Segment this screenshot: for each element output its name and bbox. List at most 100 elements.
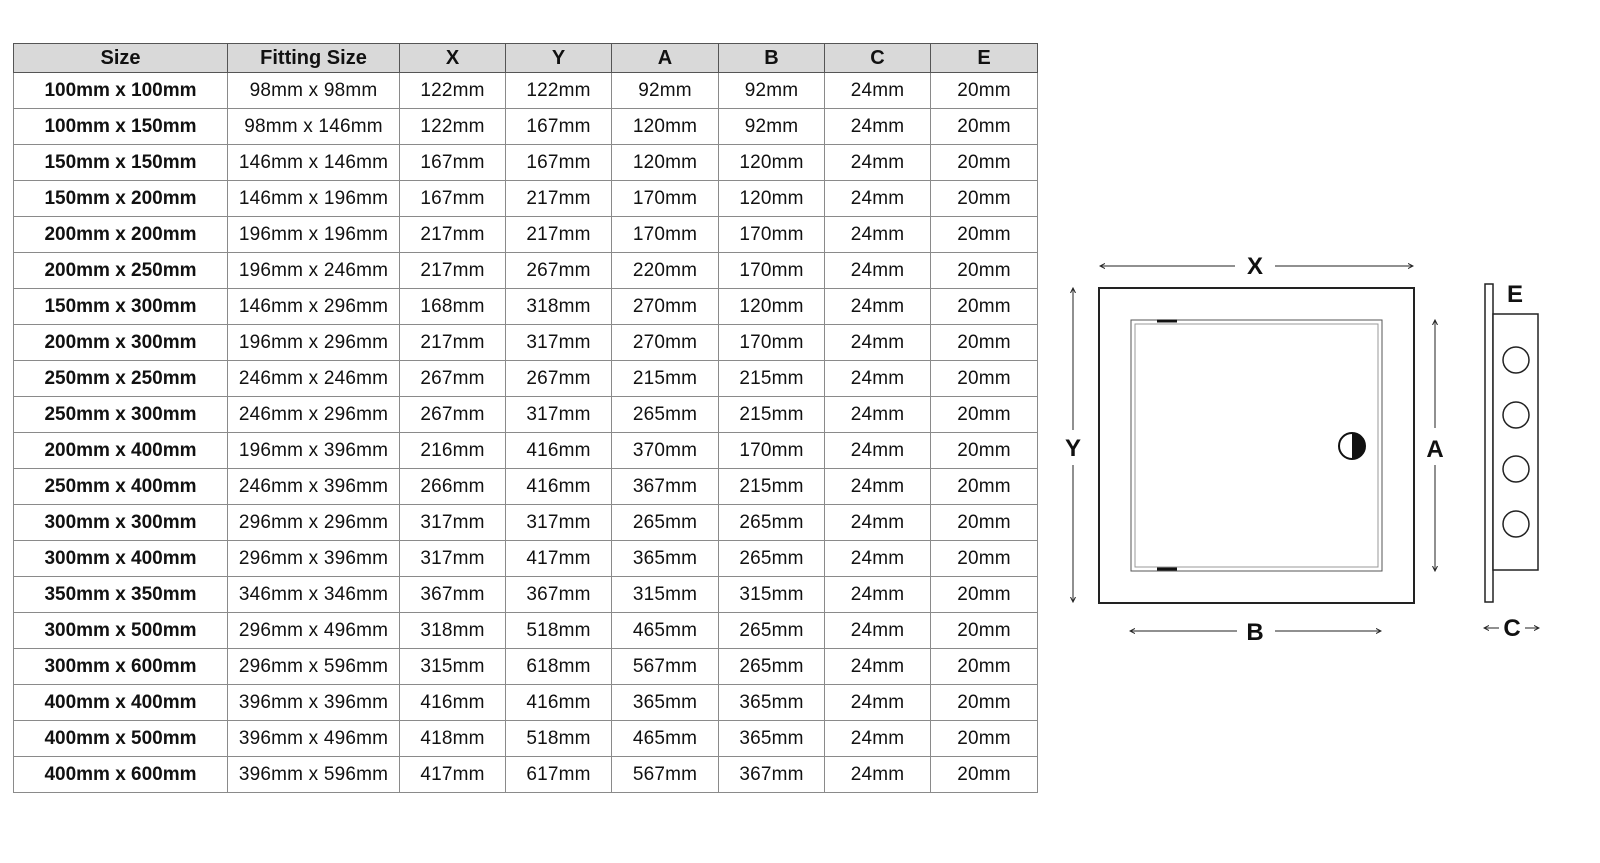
cell-fitting-size: 296mm x 496mm [227,612,400,649]
y-dimension: Y [1065,288,1081,602]
cell-y: 167mm [505,108,612,145]
cell-c: 24mm [824,396,931,433]
cell-x: 317mm [399,540,506,577]
cell-e: 20mm [930,324,1038,361]
cell-b: 120mm [718,180,825,217]
cell-size: 250mm x 300mm [13,396,228,433]
cell-size: 200mm x 400mm [13,432,228,469]
header-a: A [611,43,719,73]
cell-b: 92mm [718,72,825,109]
cell-fitting-size: 346mm x 346mm [227,576,400,613]
cell-a: 567mm [611,756,719,793]
cell-x: 418mm [399,720,506,757]
cell-e: 20mm [930,684,1038,721]
cell-c: 24mm [824,612,931,649]
cell-e: 20mm [930,396,1038,433]
cell-e: 20mm [930,432,1038,469]
cell-fitting-size: 296mm x 396mm [227,540,400,577]
panel-inner-door-edge [1134,323,1379,568]
cell-x: 217mm [399,252,506,289]
cell-a: 567mm [611,648,719,685]
y-label: Y [1065,435,1081,462]
cell-a: 270mm [611,324,719,361]
x-label: X [1247,253,1263,280]
cell-y: 518mm [505,720,612,757]
cell-c: 24mm [824,324,931,361]
circle-icon [1502,401,1530,429]
cell-a: 170mm [611,216,719,253]
cell-c: 24mm [824,756,931,793]
cell-e: 20mm [930,576,1038,613]
cell-e: 20mm [930,540,1038,577]
cell-size: 200mm x 250mm [13,252,228,289]
cell-y: 217mm [505,216,612,253]
cell-y: 267mm [505,360,612,397]
cell-b: 120mm [718,144,825,181]
cell-y: 518mm [505,612,612,649]
header-fitting-size: Fitting Size [227,43,400,73]
header-b: B [718,43,825,73]
cell-y: 416mm [505,432,612,469]
cell-a: 367mm [611,468,719,505]
cell-c: 24mm [824,72,931,109]
cell-e: 20mm [930,648,1038,685]
cell-a: 270mm [611,288,719,325]
cell-size: 150mm x 300mm [13,288,228,325]
cell-b: 120mm [718,288,825,325]
cell-y: 122mm [505,72,612,109]
cell-a: 465mm [611,612,719,649]
cell-y: 267mm [505,252,612,289]
cell-size: 100mm x 150mm [13,108,228,145]
cell-c: 24mm [824,288,931,325]
cell-c: 24mm [824,684,931,721]
cell-e: 20mm [930,720,1038,757]
cell-size: 350mm x 350mm [13,576,228,613]
cell-a: 120mm [611,108,719,145]
cell-e: 20mm [930,468,1038,505]
cell-size: 300mm x 500mm [13,612,228,649]
cell-fitting-size: 196mm x 196mm [227,216,400,253]
cell-b: 215mm [718,360,825,397]
cell-x: 318mm [399,612,506,649]
cell-b: 265mm [718,540,825,577]
cell-b: 170mm [718,432,825,469]
cell-size: 400mm x 500mm [13,720,228,757]
side-profile: E [1484,281,1539,603]
cell-x: 267mm [399,360,506,397]
cell-b: 215mm [718,396,825,433]
cell-c: 24mm [824,720,931,757]
cell-e: 20mm [930,756,1038,793]
x-dimension: X [1100,253,1413,280]
cell-b: 170mm [718,216,825,253]
side-profile-frame-lip [1484,283,1494,603]
c-label: C [1503,615,1520,642]
a-dimension: A [1426,320,1444,571]
cell-c: 24mm [824,468,931,505]
cell-b: 365mm [718,684,825,721]
cell-size: 200mm x 200mm [13,216,228,253]
cell-c: 24mm [824,108,931,145]
header-x: X [399,43,506,73]
cell-e: 20mm [930,144,1038,181]
cell-a: 465mm [611,720,719,757]
cell-e: 20mm [930,72,1038,109]
cell-y: 617mm [505,756,612,793]
cell-size: 300mm x 600mm [13,648,228,685]
cell-c: 24mm [824,360,931,397]
cell-e: 20mm [930,180,1038,217]
header-y: Y [505,43,612,73]
header-size: Size [13,43,228,73]
cell-fitting-size: 196mm x 246mm [227,252,400,289]
cell-x: 216mm [399,432,506,469]
cell-a: 365mm [611,540,719,577]
cell-fitting-size: 146mm x 296mm [227,288,400,325]
circle-icon [1502,346,1530,374]
